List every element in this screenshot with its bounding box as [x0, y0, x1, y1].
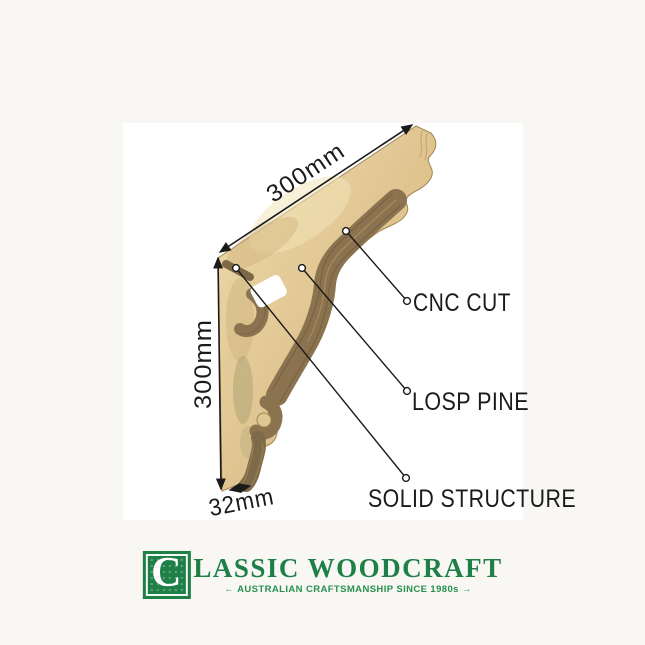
- callouts: CNC CUT LOSP PINE SOLID STRUCTURE: [231, 226, 576, 513]
- callout-marker-losp-inner: [297, 263, 307, 273]
- dimension-annotations: [213, 124, 414, 493]
- brand-logo: C LASSIC WOODCRAFT ← AUSTRALIAN CRAFTSMA…: [142, 551, 502, 599]
- callout-line-losp: [301, 267, 408, 392]
- logo-initial: C: [151, 550, 182, 596]
- volute-knob: [256, 412, 272, 428]
- notch-cutout: [250, 275, 287, 308]
- callout-line-solid: [235, 267, 407, 479]
- dim-line-top-edge: [218, 124, 414, 253]
- logo-monogram: C: [142, 550, 191, 599]
- dim-line-bottom-edge: [228, 483, 252, 493]
- logo-wordmark: LASSIC WOODCRAFT: [193, 553, 503, 584]
- callout-marker-solid-outer: [401, 473, 411, 483]
- callout-marker-losp-outer: [402, 386, 412, 396]
- callout-marker-cnc-outer: [402, 296, 412, 306]
- tagline-text: AUSTRALIAN CRAFTSMANSHIP SINCE 1980s: [237, 584, 459, 596]
- dim-label-left: 300mm: [190, 319, 217, 409]
- logo-text: LASSIC WOODCRAFT ← AUSTRALIAN CRAFTSMANS…: [193, 555, 502, 595]
- logo-tagline: ← AUSTRALIAN CRAFTSMANSHIP SINCE 1980s →: [224, 585, 472, 595]
- callout-marker-solid-inner: [231, 263, 241, 273]
- callout-label-losp-pine: LOSP PINE: [412, 388, 529, 416]
- callout-label-solid-structure: SOLID STRUCTURE: [368, 485, 576, 513]
- callout-marker-cnc-inner: [341, 226, 351, 236]
- tagline-right-arrow-icon: →: [461, 584, 472, 596]
- callout-line-cnc: [345, 230, 408, 302]
- callout-label-cnc-cut: CNC CUT: [413, 289, 511, 317]
- tagline-left-arrow-icon: ←: [224, 584, 235, 596]
- dim-line-left-edge: [213, 256, 226, 491]
